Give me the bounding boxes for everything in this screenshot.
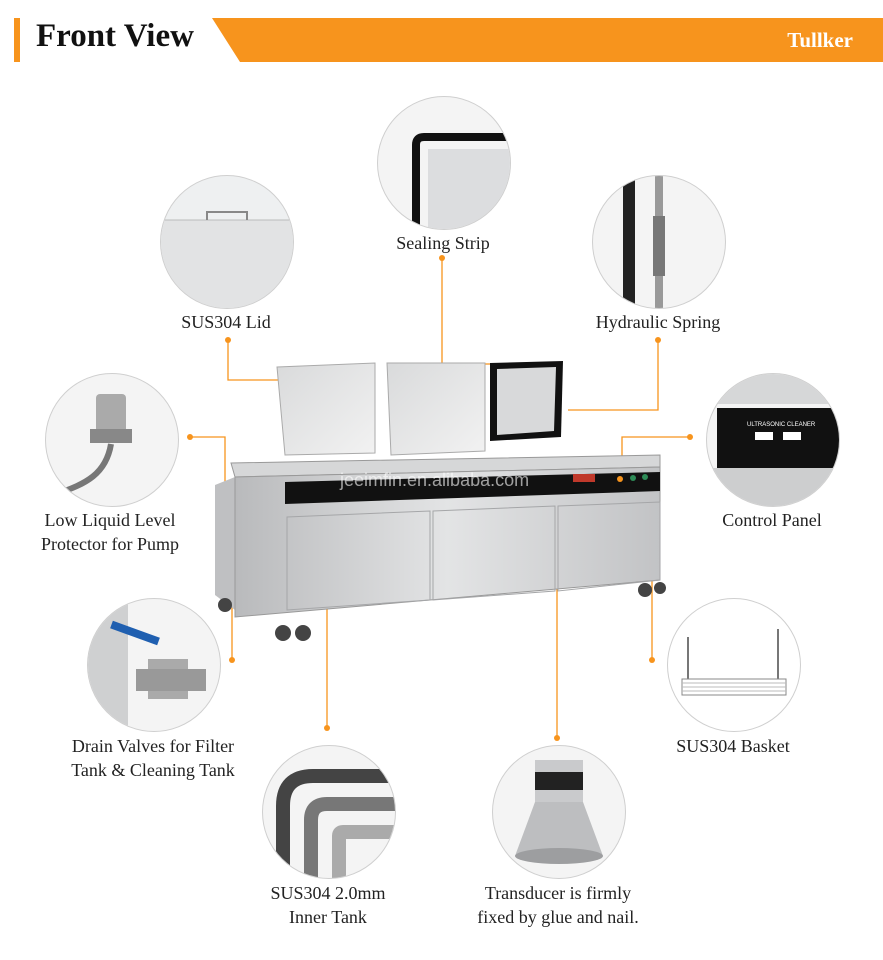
callout-dot-sealing	[439, 255, 445, 261]
callout-dot-spring	[655, 337, 661, 343]
header-wedge	[212, 18, 240, 62]
transducer-icon	[515, 760, 603, 864]
sealing-strip-icon	[412, 133, 510, 229]
lid-detail-image	[160, 175, 294, 309]
low-liquid-level-image	[45, 373, 179, 507]
ultrasonic-cleaner-machine	[215, 361, 666, 641]
panel-title-text: ULTRASONIC CLEANER	[747, 422, 816, 428]
brand-name: Tullker	[787, 28, 853, 52]
transducer-image	[492, 745, 626, 879]
basket-icon	[681, 629, 787, 696]
callout-dot-basket	[649, 657, 655, 663]
label-drain-line2: Tank & Cleaning Tank	[71, 760, 235, 780]
basket-image	[667, 598, 801, 732]
sealing-strip-image	[377, 96, 511, 230]
callout-dot-low-liquid	[187, 434, 193, 440]
label-transducer-line2: fixed by glue and nail.	[477, 907, 639, 927]
header-banner: Front View Tullker	[0, 0, 883, 64]
header-accent-bar	[14, 18, 20, 62]
callout-dot-transducer	[554, 735, 560, 741]
callout-dot-lid	[225, 337, 231, 343]
inner-tank-image	[262, 745, 396, 879]
label-low-liquid-line1: Low Liquid Level	[44, 510, 176, 530]
inner-tank-icon	[276, 769, 395, 878]
drain-valve-icon	[88, 599, 206, 731]
drain-valves-image	[87, 598, 221, 732]
control-panel-icon: ULTRASONIC CLEANER	[707, 374, 839, 506]
hydraulic-spring-image	[592, 175, 726, 309]
callout-dot-control	[687, 434, 693, 440]
label-control-panel: Control Panel	[722, 510, 822, 530]
hydraulic-spring-icon	[623, 176, 665, 308]
control-panel-image: ULTRASONIC CLEANER	[706, 373, 840, 507]
lid-handle-icon	[161, 211, 293, 308]
label-sealing-strip: Sealing Strip	[396, 233, 490, 253]
label-transducer-line1: Transducer is firmly	[484, 883, 632, 903]
label-drain-line1: Drain Valves for Filter	[71, 736, 235, 756]
label-inner-tank-line2: Inner Tank	[289, 907, 367, 927]
label-inner-tank-line1: SUS304 2.0mm	[270, 883, 386, 903]
callout-dot-inner-tank	[324, 725, 330, 731]
label-basket: SUS304 Basket	[676, 736, 790, 756]
label-low-liquid-line2: Protector for Pump	[41, 534, 179, 554]
label-hydraulic-spring: Hydraulic Spring	[595, 312, 721, 332]
header-orange-band	[240, 18, 883, 62]
page-title: Front View	[36, 18, 194, 54]
callout-dot-drain	[229, 657, 235, 663]
liquid-level-sensor-icon	[55, 394, 132, 497]
watermark-text: jeeimfin.en.alibaba.com	[340, 470, 530, 490]
label-lid: SUS304 Lid	[181, 312, 271, 332]
